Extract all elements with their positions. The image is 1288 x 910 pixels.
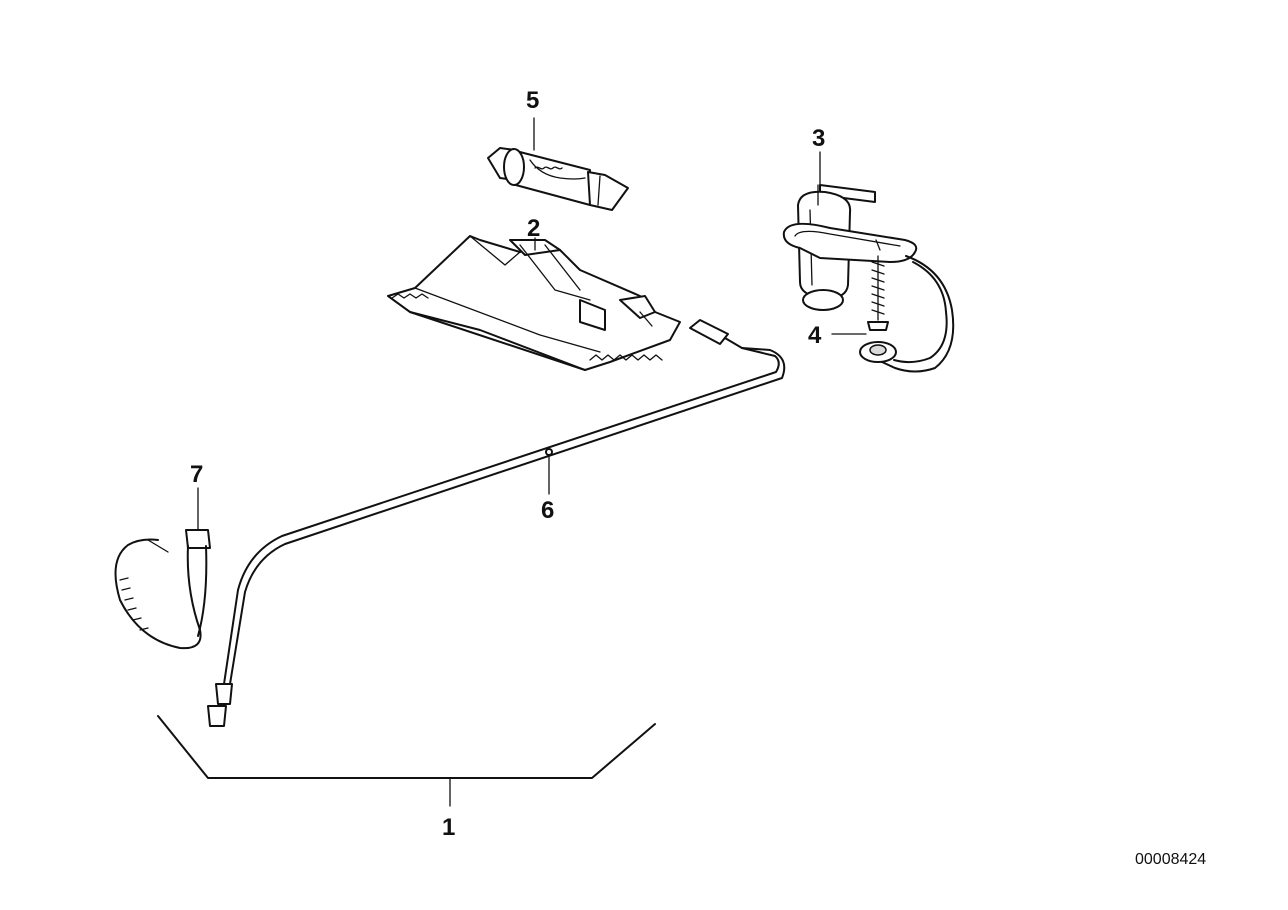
- document-number: 00008424: [1135, 851, 1206, 868]
- callout-1[interactable]: 1: [442, 814, 455, 841]
- callout-3[interactable]: 3: [812, 125, 825, 152]
- callout-4[interactable]: 4: [808, 322, 822, 349]
- callout-5[interactable]: 5: [526, 87, 539, 114]
- callout-2[interactable]: 2: [527, 215, 540, 242]
- assembly-bracket-part-1: [157, 715, 656, 779]
- bulb-part-5[interactable]: [487, 147, 629, 211]
- screw-part-4[interactable]: [859, 255, 897, 363]
- wiring-harness-part-6[interactable]: [207, 319, 786, 727]
- lock-unit-part-3[interactable]: [782, 184, 955, 373]
- cable-tie-part-7[interactable]: [114, 529, 211, 650]
- callout-7[interactable]: 7: [190, 461, 203, 488]
- callout-6[interactable]: 6: [541, 497, 554, 524]
- lamp-housing-part-2[interactable]: [387, 235, 681, 371]
